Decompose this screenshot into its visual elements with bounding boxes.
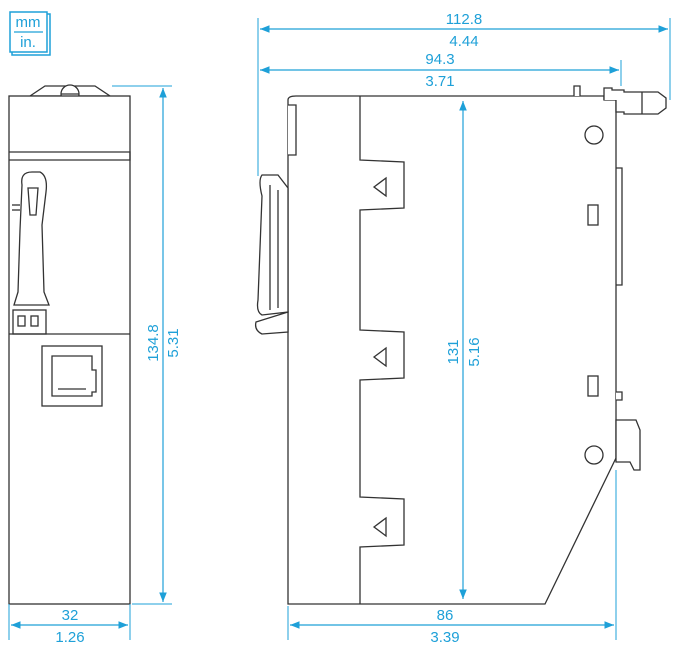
body-depth-dimension: 94.3 3.71: [260, 51, 622, 90]
rj45-port-icon: [41, 345, 103, 407]
overall-depth-in: 4.44: [449, 33, 478, 50]
top-pin: [603, 87, 667, 115]
side-height-dimension: 131 5.16: [445, 101, 483, 599]
front-lever: [13, 171, 50, 306]
overall-depth-mm: 112.8: [446, 11, 482, 28]
front-view: [8, 84, 131, 605]
base-depth-in: 3.39: [430, 629, 459, 646]
upper-slot: [587, 204, 599, 226]
body-depth-mm: 94.3: [425, 51, 454, 68]
side-view: [254, 85, 667, 605]
front-height-in: 5.31: [165, 328, 182, 357]
upper-hole-icon: [584, 125, 604, 145]
side-body: [287, 95, 617, 605]
front-width-dimension: 32 1.26: [8, 604, 131, 646]
base-depth-dimension: 86 3.39: [287, 470, 617, 646]
front-width-in: 1.26: [55, 629, 84, 646]
front-height-dimension: 134.8 5.31: [112, 85, 182, 605]
base-depth-mm: 86: [437, 607, 454, 624]
side-lever: [288, 104, 297, 156]
overall-depth-dimension: 112.8 4.44: [257, 11, 671, 176]
body-depth-in: 3.71: [425, 73, 454, 90]
triangle-marker-icon: [372, 516, 387, 538]
lower-slot: [587, 375, 599, 397]
side-right-rail: [616, 167, 623, 286]
units-legend: mm in.: [9, 11, 51, 56]
triangle-marker-icon: [372, 176, 387, 198]
front-width-mm: 32: [62, 607, 79, 624]
side-height-in: 5.16: [466, 337, 483, 366]
triangle-marker-icon: [372, 346, 387, 368]
side-bottom-latch: [615, 419, 641, 471]
units-in-label: in.: [20, 34, 36, 51]
side-height-mm: 131: [445, 339, 462, 364]
side-rail-profile: [359, 96, 405, 604]
front-height-mm: 134.8: [145, 324, 162, 362]
units-mm-label: mm: [16, 14, 41, 31]
front-cap-band: [9, 151, 131, 161]
lower-hole-icon: [584, 445, 604, 465]
